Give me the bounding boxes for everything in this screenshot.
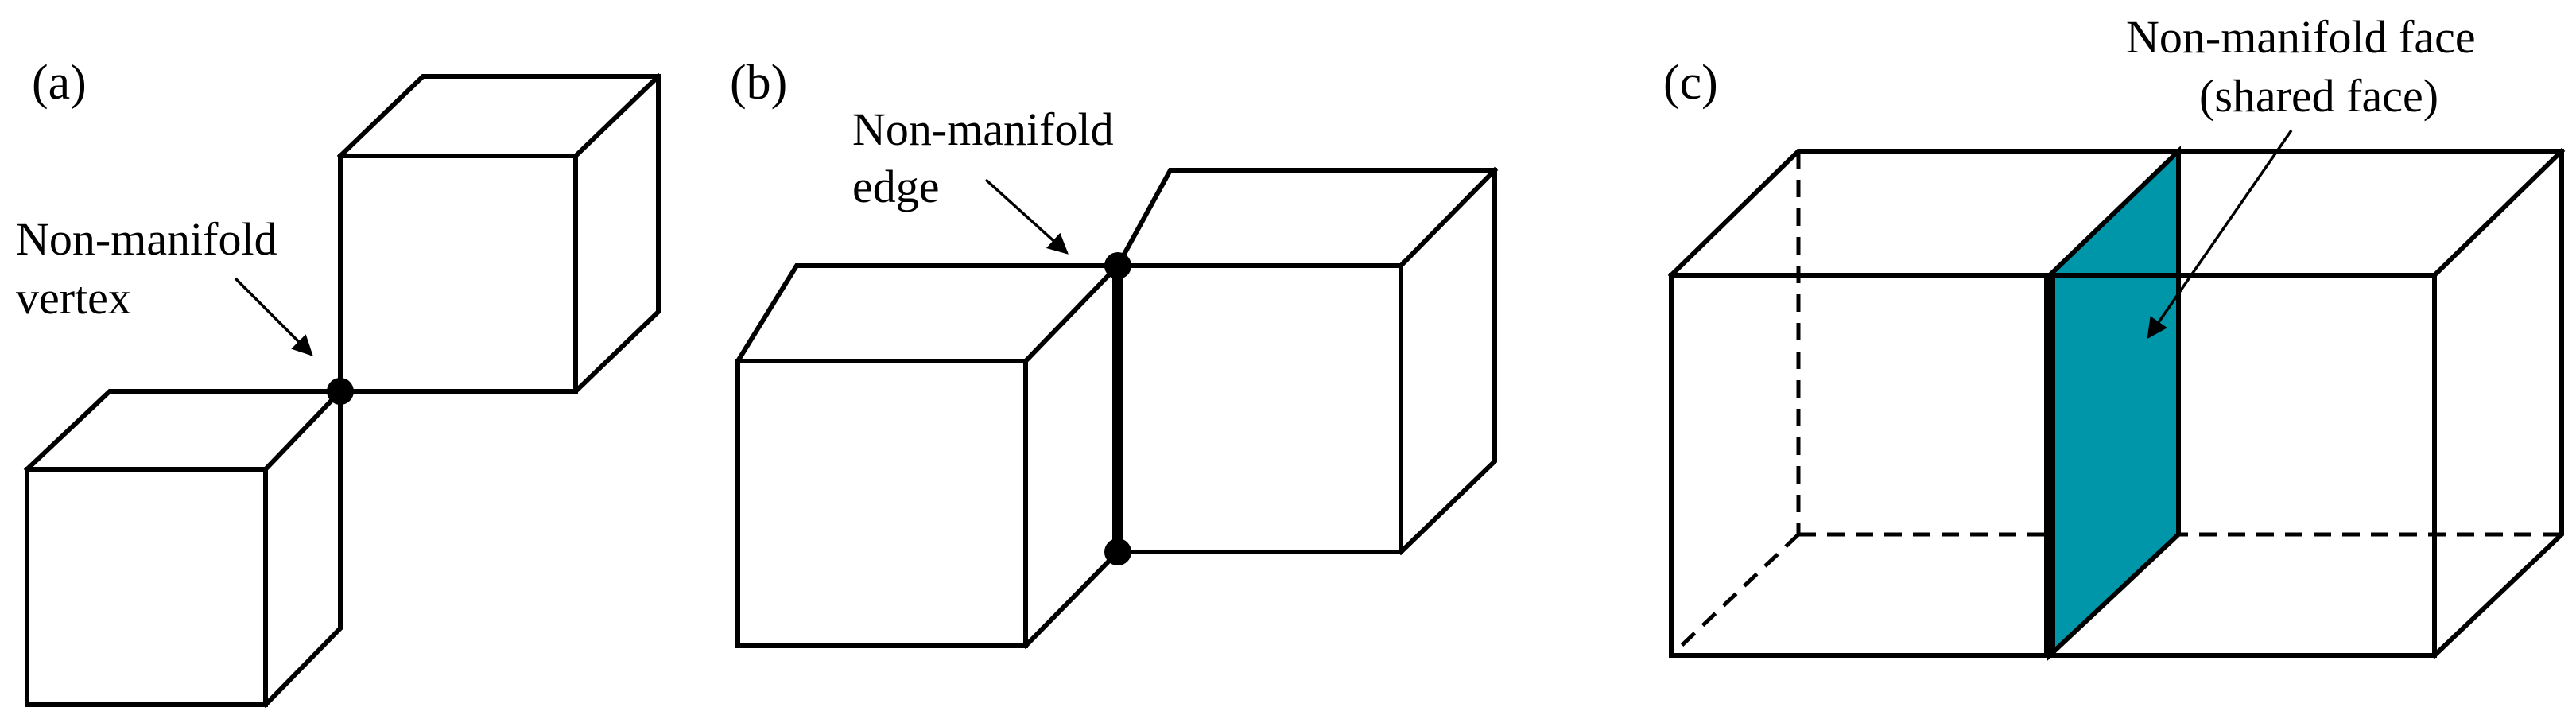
face-callout-arrow	[2147, 130, 2293, 340]
edge-callout-line2: edge	[852, 161, 940, 212]
edge-callout-line1: Non-manifold	[852, 103, 1114, 155]
panel-a-label: (a)	[32, 56, 87, 110]
right-cube	[1114, 166, 1499, 556]
panel-b: (b) Non-manifold edge	[730, 56, 1499, 650]
face-callout-line2: (shared face)	[2199, 70, 2438, 122]
vertex-callout-line1: Non-manifold	[16, 213, 277, 265]
panel-a: (a) Non-manifold vertex	[16, 56, 662, 709]
edge-endpoint-bottom	[1104, 538, 1131, 565]
shared-face	[2047, 145, 2181, 661]
face-callout-line1: Non-manifold face	[2126, 11, 2476, 63]
vertex-callout-arrow	[234, 277, 313, 356]
panel-b-label: (b)	[730, 56, 787, 110]
left-cube	[734, 262, 1122, 650]
upper-cube	[336, 72, 662, 395]
edge-endpoint-top	[1104, 252, 1131, 279]
lower-cube	[23, 387, 344, 709]
panel-c-label: (c)	[1663, 56, 1718, 110]
non-manifold-vertex	[327, 378, 354, 405]
panel-c: (c) Non-manifold face (shared face)	[1663, 11, 2566, 661]
vertex-callout-line2: vertex	[16, 272, 131, 324]
edge-callout-arrow	[984, 178, 1069, 255]
box-outline	[1667, 147, 2566, 659]
